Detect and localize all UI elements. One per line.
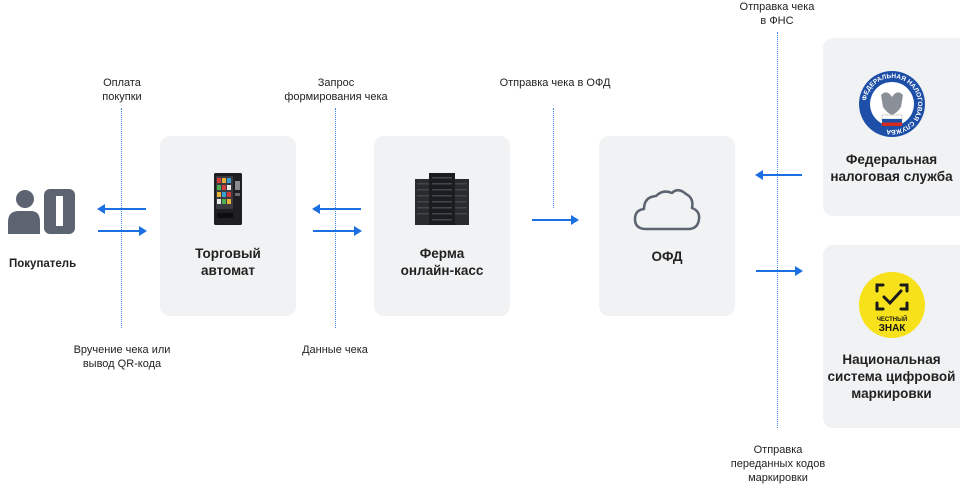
- request-divider: [335, 108, 336, 328]
- arrow-from-fns: [755, 170, 802, 180]
- fns-emblem-icon: ФЕДЕРАЛЬНАЯ НАЛОГОВАЯ СЛУЖБА: [858, 71, 925, 137]
- ofd-divider: [553, 108, 554, 208]
- arrow-to-ofd: [532, 215, 579, 225]
- fns-box: ФЕДЕРАЛЬНАЯ НАЛОГОВАЯ СЛУЖБА Федеральная…: [823, 38, 960, 216]
- ofd-box: ОФД: [599, 136, 735, 316]
- buyer-icon: [8, 189, 75, 234]
- chestny-znak-logo: ЧЕСТНЫЙ ЗНАК: [858, 272, 925, 338]
- fns-divider: [777, 32, 778, 428]
- arrow-to-marking: [756, 266, 803, 276]
- payment-divider: [121, 108, 122, 328]
- arrow-to-vending: [312, 204, 361, 214]
- buyer-label: Покупатель: [9, 258, 77, 270]
- arrow-from-buyer: [98, 226, 147, 236]
- cloud-icon: [633, 188, 701, 230]
- vending-machine-icon: [214, 173, 242, 225]
- svg-text:ЗНАК: ЗНАК: [878, 323, 906, 334]
- server-rack-icon: [415, 173, 469, 225]
- to-ofd-label: Отправка чека в ОФД: [499, 77, 611, 89]
- arrow-to-buyer: [97, 204, 146, 214]
- ofd-title: ОФД: [651, 248, 683, 264]
- svg-text:ЧЕСТНЫЙ: ЧЕСТНЫЙ: [876, 315, 907, 323]
- arrow-to-farm: [313, 226, 362, 236]
- receipt-data-label: Данные чека: [302, 344, 368, 356]
